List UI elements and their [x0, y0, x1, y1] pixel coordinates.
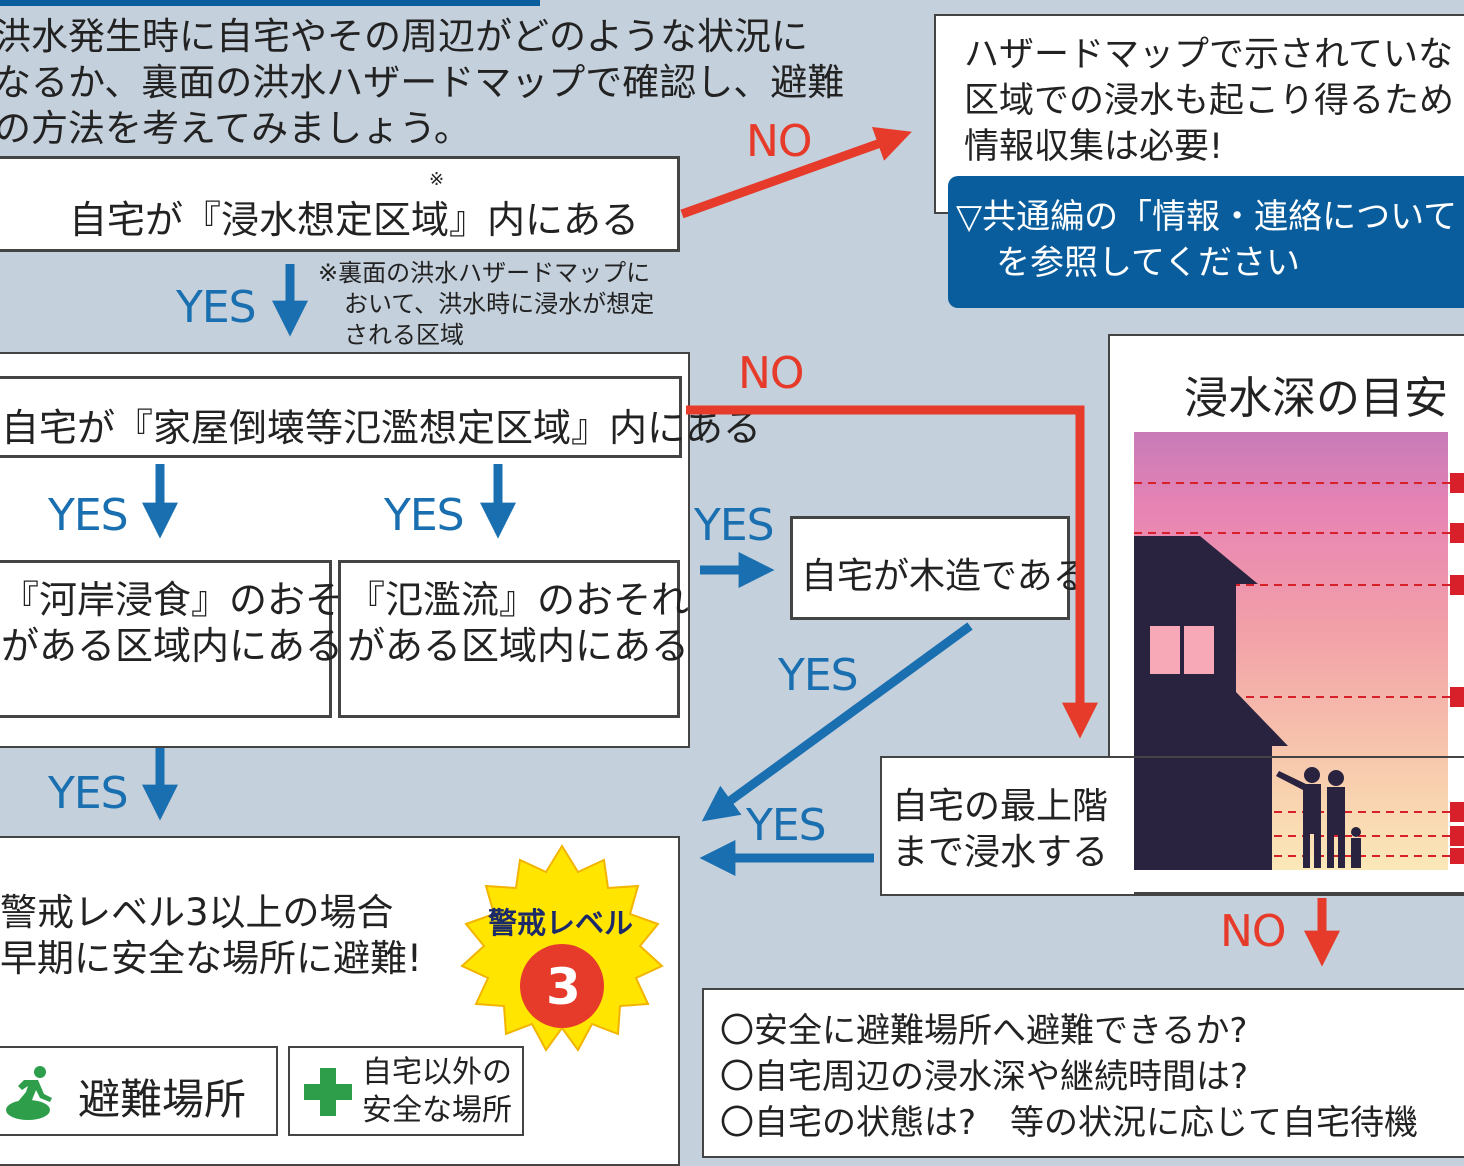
question-inundation-area-text: 自宅が『浸水想定区域』内にある [69, 198, 640, 242]
label-yes-3: YES [384, 490, 465, 541]
intro-text: 洪水発生時に自宅やその周辺がどのような状況に なるか、裏面の洪水ハザードマップで… [0, 14, 844, 152]
stay-home-line-2: 〇自宅周辺の浸水深や継続時間は? [720, 1057, 1249, 1097]
reference-line-1: ▽共通編の「情報・連絡について [956, 197, 1458, 237]
other-safe-place: 自宅以外の 安全な場所 [288, 1046, 524, 1136]
question-top-floor-frame [880, 756, 1464, 896]
footnote: ※裏面の洪水ハザードマップに おいて、洪水時に浸水が想定 される区域 [318, 258, 654, 351]
label-yes-7: YES [746, 800, 827, 851]
footnote-line-1: ※裏面の洪水ハザードマップに [318, 259, 651, 287]
footnote-mark: ※ [429, 169, 445, 190]
flood-flow-line-1: 『氾濫流』のおそれ [347, 578, 690, 622]
intro-line-1: 洪水発生時に自宅やその周辺がどのような状況に [0, 15, 808, 58]
reference-line-2: を参照してください [996, 243, 1300, 283]
question-collapse-area-text: 自宅が『家屋倒壊等氾濫想定区域』内にある [1, 406, 762, 450]
reference-box: ▽共通編の「情報・連絡について を参照してください [948, 176, 1464, 308]
no-result-line-3: 情報収集は必要! [964, 127, 1224, 167]
bank-erosion-line-2: がある区域内にある [1, 624, 344, 668]
footnote-line-2: おいて、洪水時に浸水が想定 [344, 290, 655, 318]
label-no-1: NO [746, 116, 813, 167]
alert-level-number: 3 [546, 958, 581, 1016]
stay-home-box: 〇安全に避難場所へ避難できるか? 〇自宅周辺の浸水深や継続時間は? 〇自宅の状態… [702, 988, 1464, 1158]
other-safe-place-line-1: 自宅以外の [362, 1055, 512, 1090]
no-result-box: ハザードマップで示されていな 区域での浸水も起こり得るため 情報収集は必要! [934, 14, 1464, 214]
label-no-3: NO [1220, 906, 1287, 957]
stay-home-line-3: 〇自宅の状態は? 等の状況に応じて自宅待機 [720, 1103, 1419, 1143]
footnote-line-3: される区域 [344, 321, 464, 349]
question-top-floor: 自宅の最上階 まで浸水する [882, 758, 1134, 894]
question-wooden-house: 自宅が木造である [790, 516, 1089, 620]
label-yes-4: YES [48, 768, 129, 819]
depth-guide-title: 浸水深の目安 [1184, 373, 1448, 424]
no-result-line-2: 区域での浸水も起こり得るため [964, 81, 1455, 121]
evacuation-line-2: 早期に安全な場所に避難! [0, 937, 422, 980]
flood-flow-line-2: がある区域内にある [347, 624, 690, 668]
top-floor-line-1: 自宅の最上階 [892, 786, 1109, 827]
evacuation-line-1: 警戒レベル3以上の場合 [0, 891, 394, 934]
header-bar [0, 0, 540, 6]
other-safe-place-line-2: 安全な場所 [362, 1093, 512, 1128]
evacuation-site-icon [4, 1064, 60, 1122]
alert-level-label: 警戒レベル [488, 906, 634, 940]
no-result-line-1: ハザードマップで示されていな [964, 35, 1453, 75]
intro-line-3: の方法を考えてみましょう。 [0, 107, 471, 150]
stay-home-line-1: 〇安全に避難場所へ避難できるか? [720, 1011, 1248, 1051]
label-yes-6: YES [778, 650, 859, 701]
label-no-2: NO [738, 348, 805, 399]
bank-erosion-line-1: 『河岸浸食』のおそれ [1, 578, 382, 622]
label-yes-2: YES [48, 490, 129, 541]
question-inundation-area: 自宅が『浸水想定区域』内にある ※ [0, 156, 680, 252]
question-collapse-area: 自宅が『家屋倒壊等氾濫想定区域』内にある [0, 376, 761, 458]
label-yes-5: YES [694, 500, 775, 551]
question-bank-erosion: 『河岸浸食』のおそれ がある区域内にある [0, 560, 381, 718]
evacuation-site-label: 避難場所 [78, 1075, 247, 1124]
intro-line-2: なるか、裏面の洪水ハザードマップで確認し、避難 [0, 61, 845, 104]
question-wooden-house-text: 自宅が木造である [801, 556, 1089, 597]
label-yes-1: YES [176, 282, 257, 333]
green-cross-icon [304, 1068, 352, 1116]
evacuation-site: 避難場所 [0, 1046, 278, 1136]
top-floor-line-2: まで浸水する [892, 832, 1109, 873]
question-flood-flow: 『氾濫流』のおそれ がある区域内にある [338, 560, 689, 718]
